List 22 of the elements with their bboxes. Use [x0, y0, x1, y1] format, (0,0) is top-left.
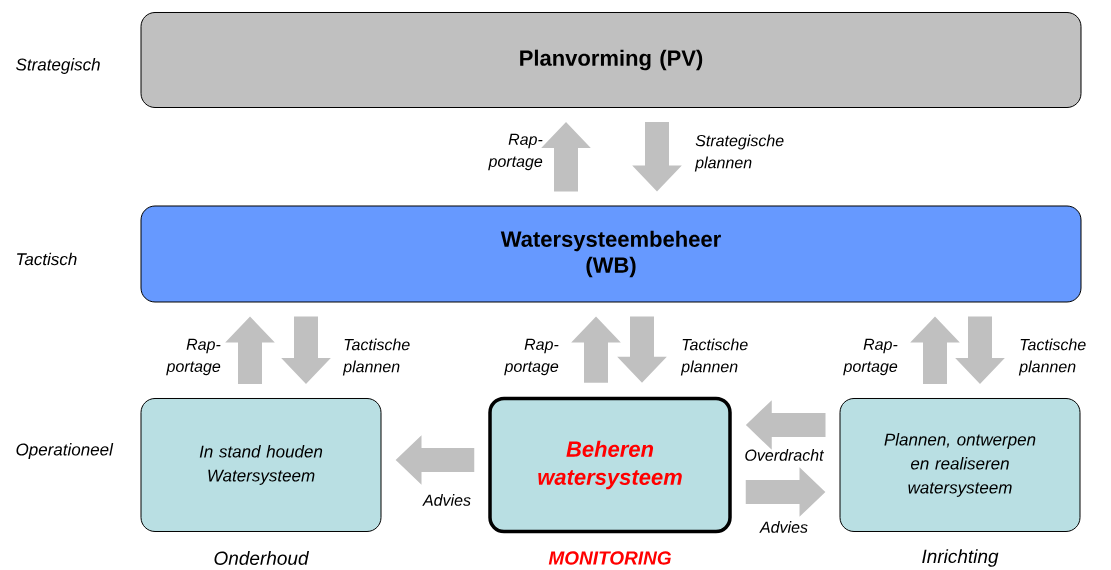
row-label: Strategisch	[16, 58, 100, 74]
edge-label: Rap- portage	[488, 133, 543, 171]
edge-label: Rap- portage	[843, 338, 898, 376]
row-label: Tactisch	[17, 252, 77, 266]
box-caption: Onderhoud	[214, 551, 309, 565]
edge-label: Tactische plannen	[342, 338, 410, 376]
edge-label: Strategische plannen	[694, 134, 784, 172]
box-caption: MONITORING	[548, 551, 671, 565]
process-box: Beheren watersysteem	[488, 396, 732, 534]
edge-label: Overdracht	[745, 449, 825, 461]
edge-label: Tactische plannen	[680, 338, 748, 376]
edge-label: Advies	[759, 521, 808, 533]
row-label: Operationeel	[16, 443, 114, 459]
edge-label: Advies	[422, 494, 471, 506]
band-box: Planvorming (PV)	[140, 12, 1082, 108]
process-box: Plannen, ontwerpen en realiseren watersysteem	[839, 398, 1081, 532]
process-box: In stand houden Watersysteem	[140, 398, 382, 532]
edge-label: Rap- portage	[504, 338, 559, 376]
band-box: Watersysteembeheer (WB)	[140, 205, 1082, 303]
edge-label: Tactische plannen	[1018, 338, 1086, 376]
box-caption: Inrichting	[922, 549, 999, 567]
edge-label: Rap- portage	[166, 338, 221, 376]
